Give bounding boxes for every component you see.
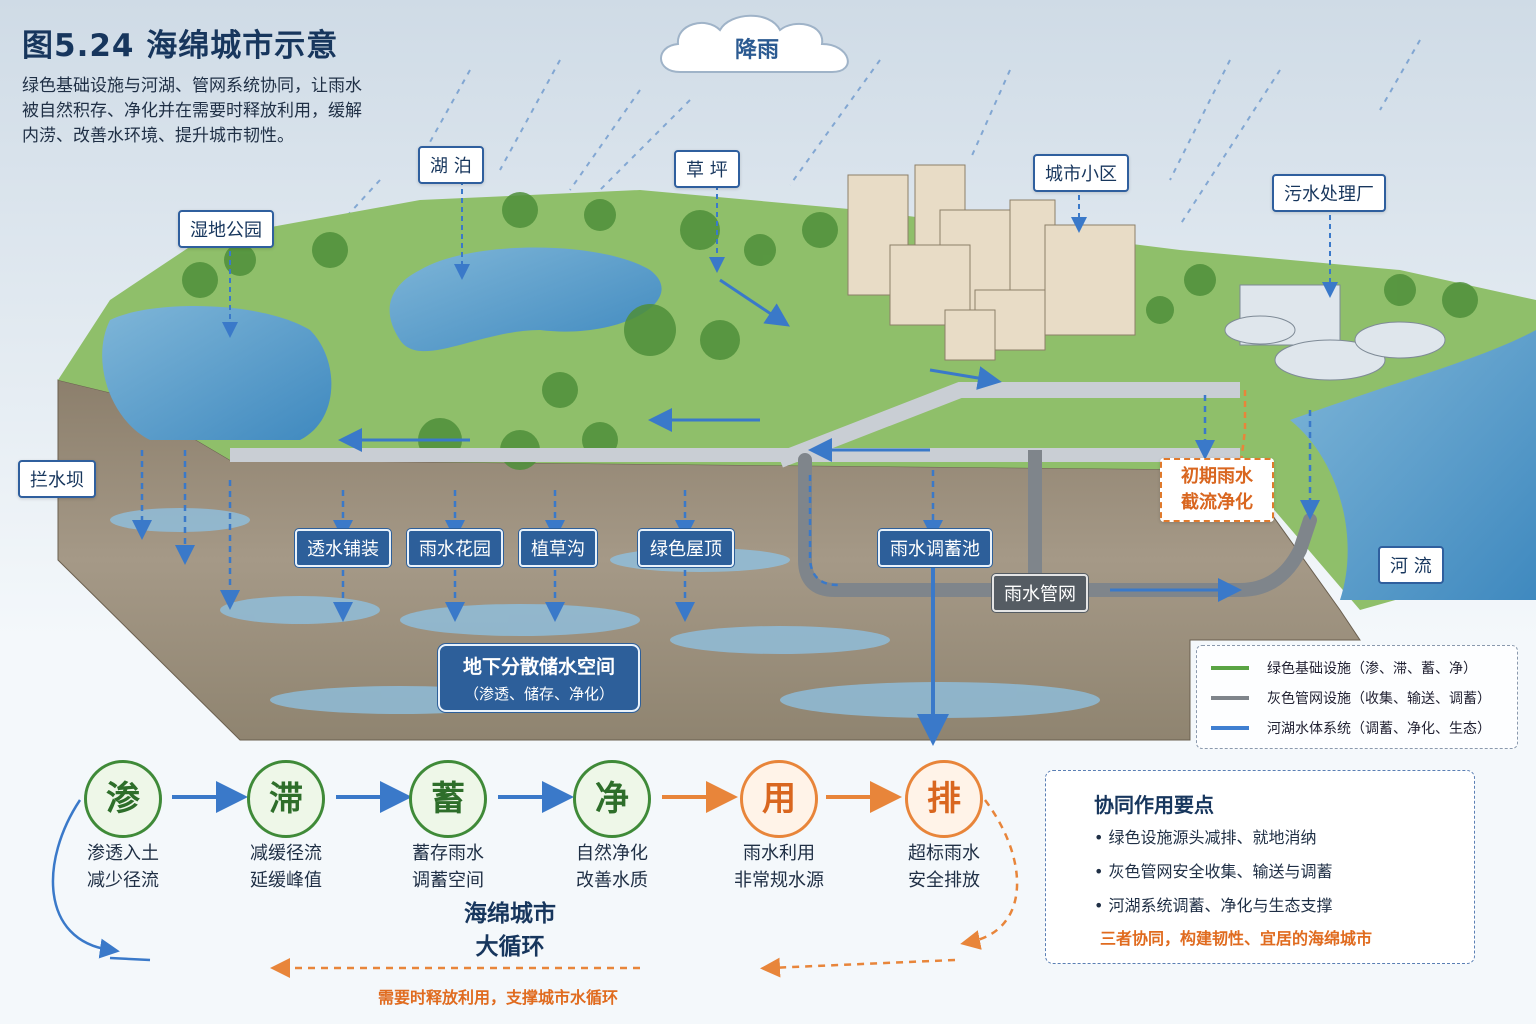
legend-label: 河湖水体系统（调蓄、净化、生态） xyxy=(1267,721,1491,737)
legend-label: 绿色基础设施（渗、滞、蓄、净） xyxy=(1267,661,1477,677)
caption-line: 改善水质 xyxy=(576,870,648,891)
legend-item-blue: 河湖水体系统（调蓄、净化、生态） xyxy=(1211,718,1491,738)
process-use-circle: 用 xyxy=(740,760,818,838)
key-points-heading: 协同作用要点 xyxy=(1094,793,1214,817)
process-caption: 自然净化改善水质 xyxy=(542,840,682,894)
permeable-paving-label: 透水铺装 xyxy=(295,529,391,567)
green-roof-label: 绿色屋顶 xyxy=(638,529,734,567)
community-label: 城市小区 xyxy=(1033,154,1129,192)
key-point-item: 河湖系统调蓄、净化与生态支撑 xyxy=(1094,889,1333,923)
process-infiltrate-circle: 渗 xyxy=(84,760,162,838)
process-caption: 渗透入土减少径流 xyxy=(53,840,193,894)
grass-swale-label: 植草沟 xyxy=(519,529,597,567)
rain-streaks xyxy=(324,39,1421,241)
rain-label: 降雨 xyxy=(735,38,780,63)
cloud-icon xyxy=(660,14,849,73)
process-drain-circle: 排 xyxy=(905,760,983,838)
caption-line: 减缓径流 xyxy=(250,843,322,864)
storage-subtitle: （渗透、储存、净化） xyxy=(463,685,614,703)
caption-line: 蓄存雨水 xyxy=(412,843,484,864)
caption-line: 自然净化 xyxy=(576,843,648,864)
legend-swatch-blue xyxy=(1211,726,1249,730)
key-point-item: 灰色管网安全收集、输送与调蓄 xyxy=(1094,855,1333,889)
caption-line: 安全排放 xyxy=(908,870,980,891)
loop-bottom xyxy=(760,957,956,978)
dam-label: 拦水坝 xyxy=(18,460,96,498)
storage-title: 地下分散储水空间 xyxy=(462,656,615,678)
key-point-item: 绿色设施源头减排、就地消纳 xyxy=(1094,821,1333,855)
river-label: 河 流 xyxy=(1378,546,1444,584)
key-points-list: 绿色设施源头减排、就地消纳 灰色管网安全收集、输送与调蓄 河湖系统调蓄、净化与生… xyxy=(1094,821,1333,923)
loop-line2: 大循环 xyxy=(475,934,545,960)
caption-line: 减少径流 xyxy=(87,870,159,891)
lawn-label: 草 坪 xyxy=(674,150,740,188)
river-water xyxy=(1290,330,1536,600)
caption-line: 雨水利用 xyxy=(743,843,815,864)
legend-swatch-green xyxy=(1211,666,1249,670)
process-caption: 蓄存雨水调蓄空间 xyxy=(378,840,518,894)
road-main xyxy=(777,382,1240,468)
caption-line: 调蓄空间 xyxy=(412,870,484,891)
community-buildings xyxy=(847,164,1136,361)
underground-storage-label: 地下分散储水空间 （渗透、储存、净化） xyxy=(438,644,640,712)
key-points-panel: 协同作用要点 绿色设施源头减排、就地消纳 灰色管网安全收集、输送与调蓄 河湖系统… xyxy=(1045,770,1475,964)
process-store-circle: 蓄 xyxy=(409,760,487,838)
rain-garden-label: 雨水花园 xyxy=(407,529,503,567)
treatment-plant xyxy=(1224,284,1446,381)
loop-line1: 海绵城市 xyxy=(464,901,556,927)
process-caption: 超标雨水安全排放 xyxy=(874,840,1014,894)
process-purify-circle: 净 xyxy=(573,760,651,838)
process-caption: 减缓径流延缓峰值 xyxy=(216,840,356,894)
first-flush-line1: 初期雨水 xyxy=(1181,466,1253,487)
caption-line: 延缓峰值 xyxy=(250,870,322,891)
caption-line: 超标雨水 xyxy=(908,843,980,864)
legend-label: 灰色管网设施（收集、输送、调蓄） xyxy=(1267,691,1491,707)
first-flush-line2: 截流净化 xyxy=(1181,492,1253,513)
first-flush-label: 初期雨水 截流净化 xyxy=(1160,458,1274,522)
caption-line: 渗透入土 xyxy=(87,843,159,864)
loop-label: 海绵城市 大循环 xyxy=(440,898,580,964)
legend-item-gray: 灰色管网设施（收集、输送、调蓄） xyxy=(1211,688,1491,708)
stormwater-pipe-label: 雨水管网 xyxy=(992,574,1088,612)
loop-right xyxy=(960,799,1019,950)
caption-line: 非常规水源 xyxy=(734,870,824,891)
wetland-water xyxy=(102,306,332,440)
key-points-footer: 三者协同，构建韧性、宜居的海绵城市 xyxy=(1100,929,1373,948)
wwtp-label: 污水处理厂 xyxy=(1272,174,1386,212)
legend: 绿色基础设施（渗、滞、蓄、净） 灰色管网设施（收集、输送、调蓄） 河湖水体系统（… xyxy=(1196,645,1518,749)
loop-left xyxy=(51,799,120,959)
process-detain-circle: 滞 xyxy=(247,760,325,838)
wetland-park-label: 湿地公园 xyxy=(178,210,274,248)
figure-title: 图5.24 海绵城市示意 xyxy=(22,28,339,64)
figure-description: 绿色基础设施与河湖、管网系统协同，让雨水被自然积存、净化并在需要时释放利用，缓解… xyxy=(22,76,362,146)
retention-tank-label: 雨水调蓄池 xyxy=(878,529,992,567)
process-caption: 雨水利用非常规水源 xyxy=(709,840,849,894)
lake-label: 湖 泊 xyxy=(418,146,484,184)
release-text: 需要时释放利用，支撑城市水循环 xyxy=(378,988,619,1007)
legend-swatch-gray xyxy=(1211,696,1249,700)
legend-item-green: 绿色基础设施（渗、滞、蓄、净） xyxy=(1211,658,1477,678)
